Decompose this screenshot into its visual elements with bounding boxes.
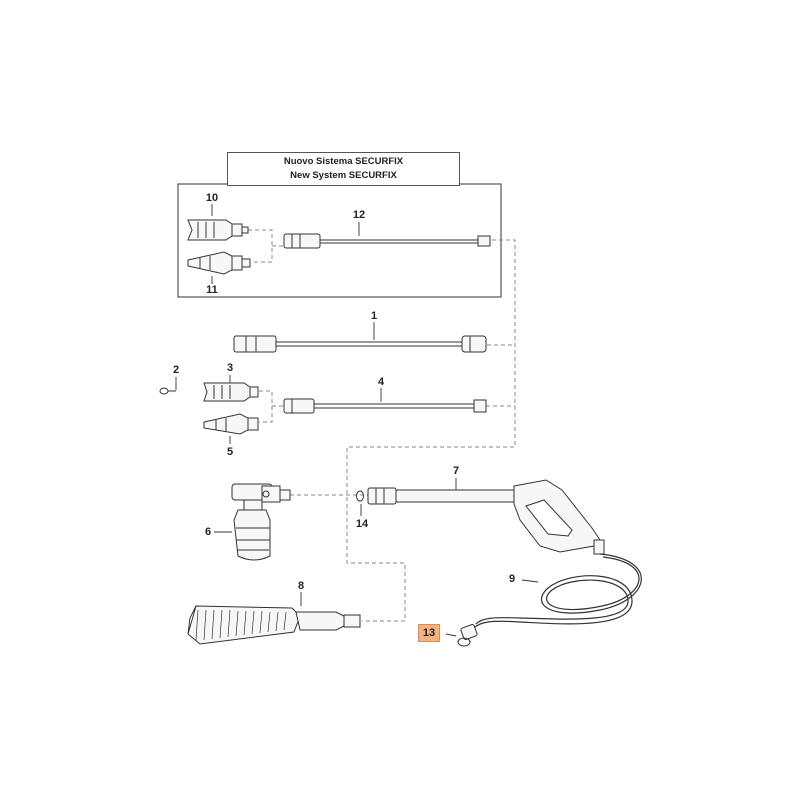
callout-11: 11: [206, 284, 218, 296]
callout-7: 7: [452, 465, 460, 477]
part-12-lance: [283, 233, 491, 249]
callout-3: 3: [226, 362, 234, 374]
callout-9: 9: [508, 573, 516, 585]
part-3-nozzle: [203, 382, 259, 402]
leader-lines: [175, 204, 539, 637]
part-9-hose: [473, 553, 642, 629]
callout-1: 1: [370, 310, 378, 322]
callout-2: 2: [172, 364, 180, 376]
callout-13-highlighted[interactable]: 13: [418, 624, 440, 642]
securfix-title-box: Nuovo Sistema SECURFIX New System SECURF…: [227, 152, 460, 186]
part-1-lance: [233, 335, 487, 353]
part-6-foam-bottle: [231, 483, 291, 561]
callout-10: 10: [205, 192, 219, 204]
part-13-hose-fitting: [457, 624, 478, 647]
part-4-lance: [283, 398, 487, 414]
callout-5: 5: [226, 446, 234, 458]
part-8-brush: [187, 605, 361, 645]
callout-6: 6: [204, 526, 212, 538]
title-line-english: New System SECURFIX: [290, 170, 397, 181]
part-11-nozzle: [187, 251, 251, 275]
callout-4: 4: [377, 376, 385, 388]
part-14-oring: [356, 490, 364, 502]
callout-12: 12: [352, 209, 366, 221]
part-2-oring: [159, 387, 176, 395]
connection-lines: [248, 229, 516, 622]
part-10-nozzle: [187, 219, 249, 241]
part-5-nozzle: [203, 413, 259, 435]
part-7-spray-gun: [367, 479, 605, 555]
callout-14: 14: [355, 518, 369, 530]
title-line-italian: Nuovo Sistema SECURFIX: [283, 156, 404, 167]
callout-8: 8: [297, 580, 305, 592]
